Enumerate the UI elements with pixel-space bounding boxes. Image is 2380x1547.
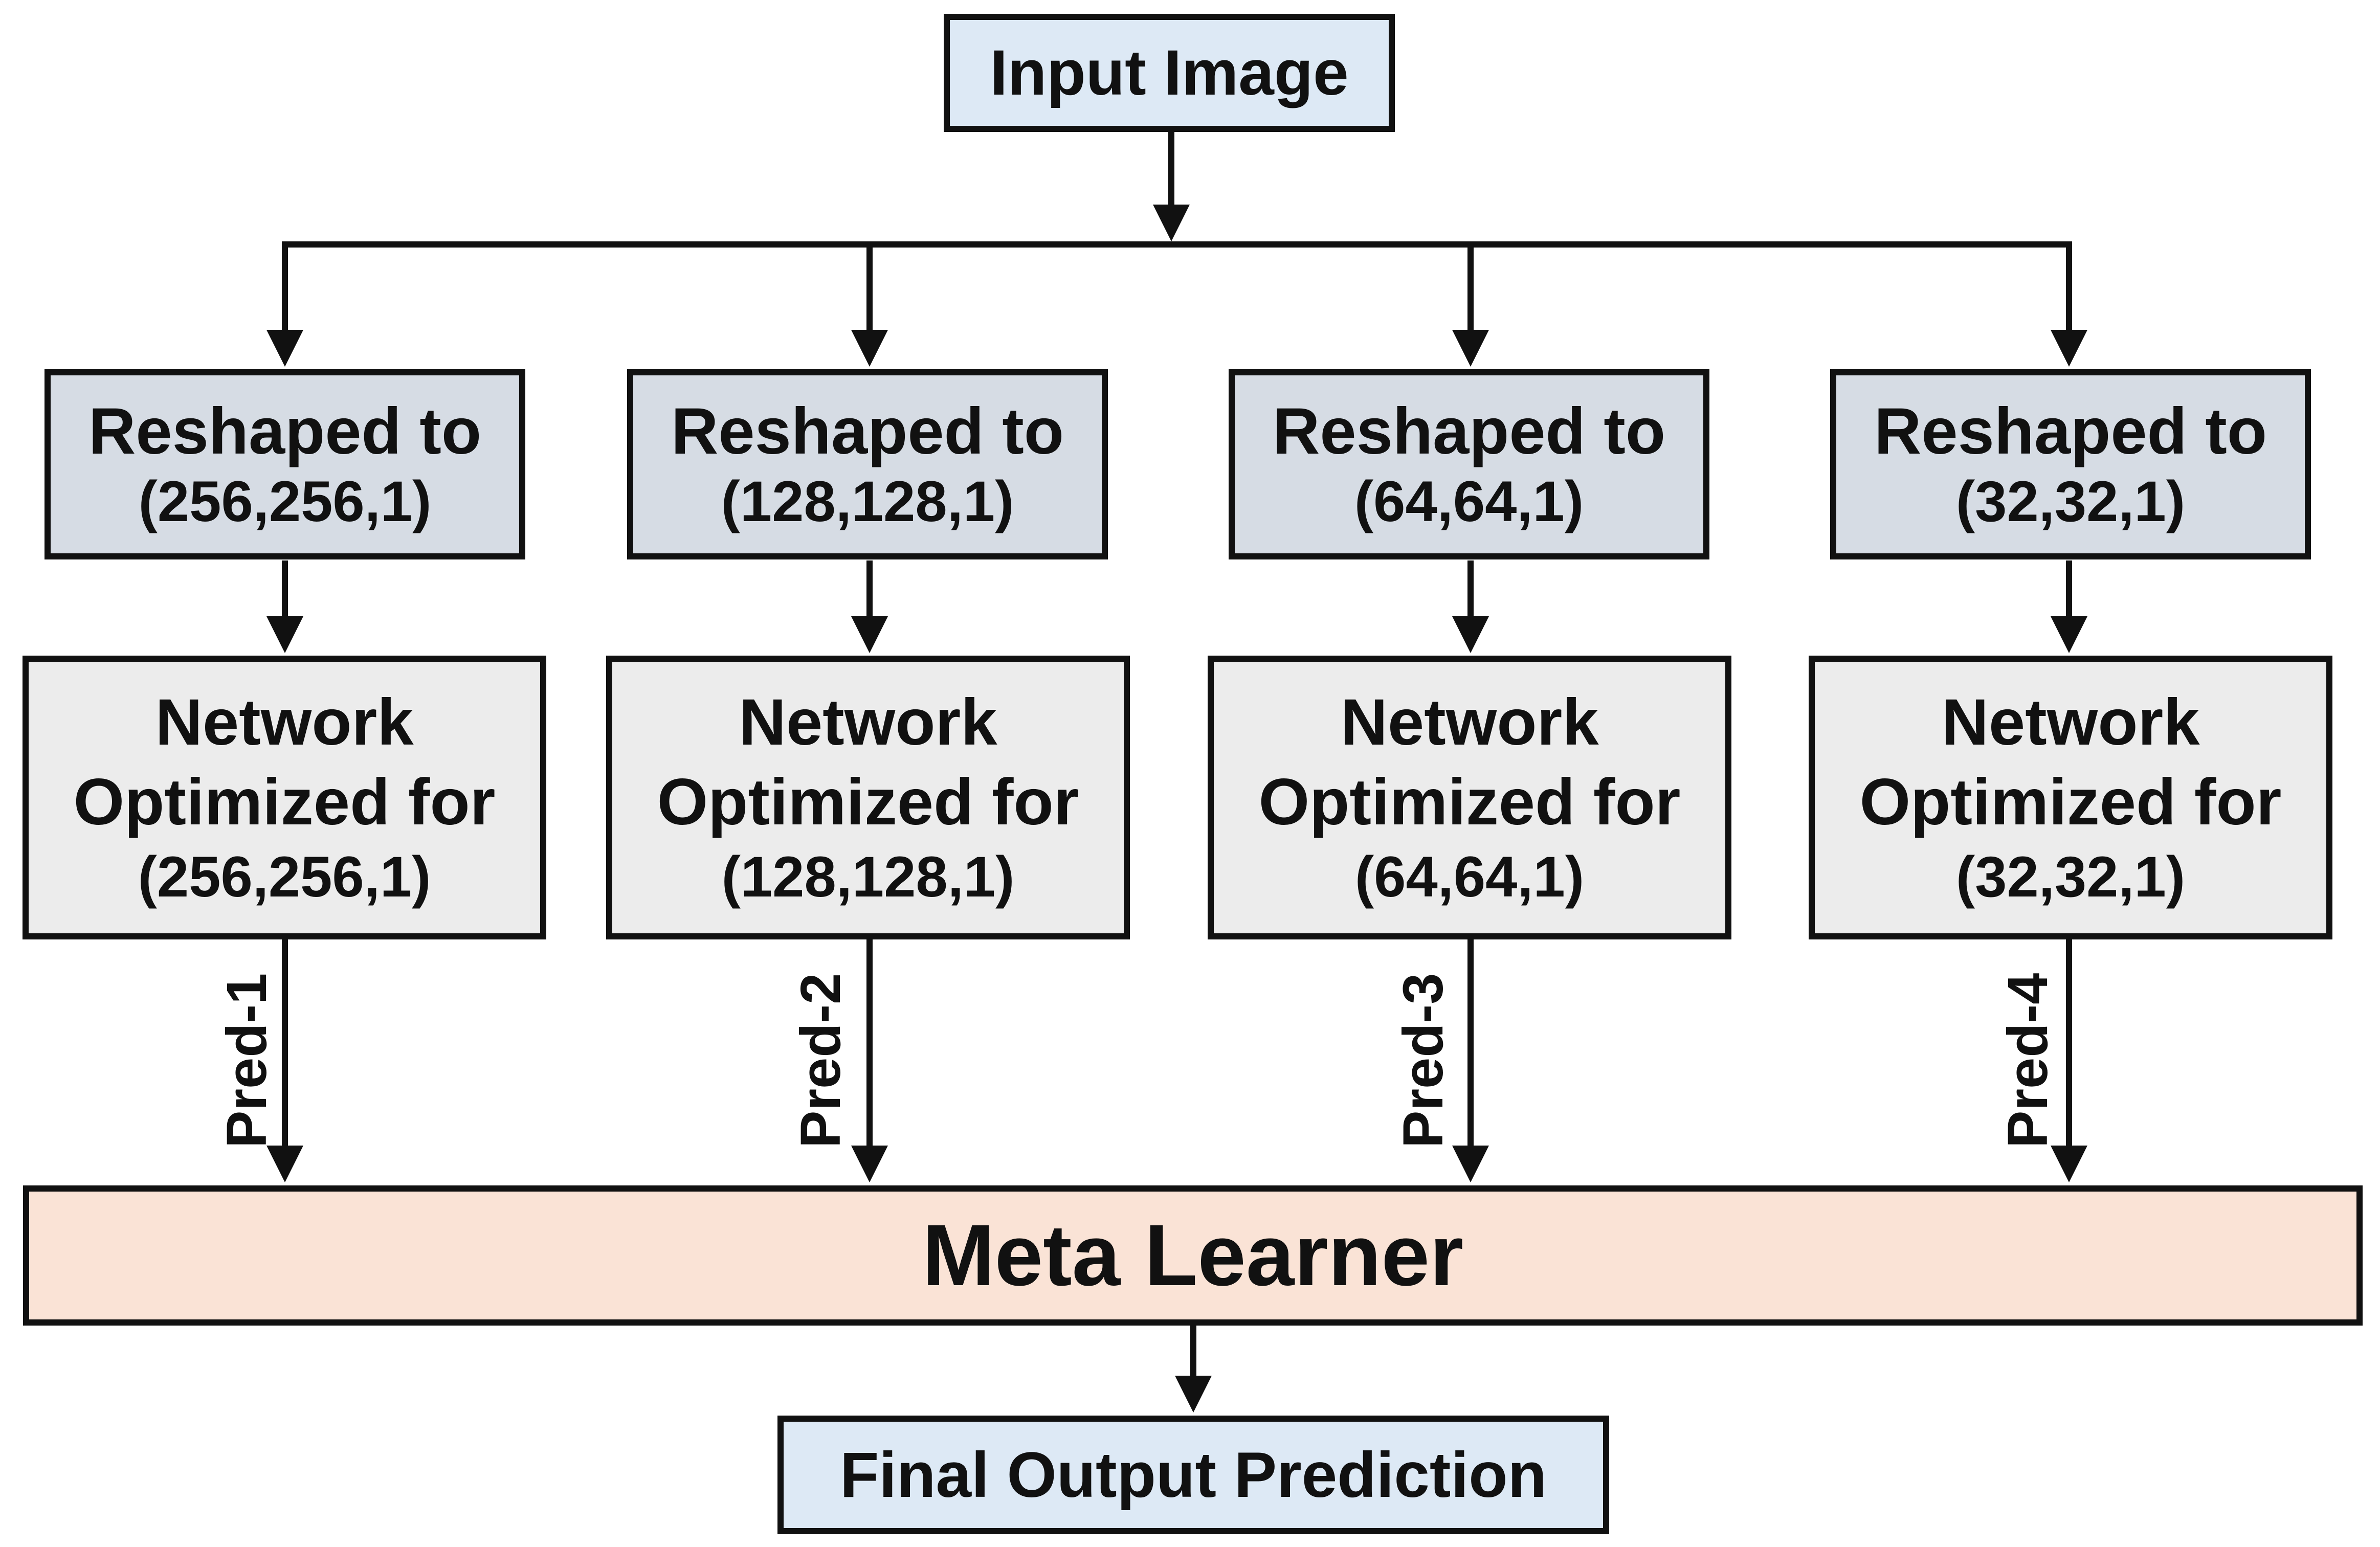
reshape-shape: (64,64,1) — [1354, 469, 1584, 534]
pred-label-2: Pred-2 — [789, 973, 852, 1148]
pred-label-1: Pred-1 — [215, 973, 278, 1148]
network-label: Network — [1941, 686, 2200, 759]
input-image-box: Input Image — [944, 14, 1395, 132]
reshape-box-1: Reshaped to (256,256,1) — [45, 369, 525, 559]
pred-label-4: Pred-4 — [1996, 973, 2059, 1148]
reshape-label: Reshaped to — [88, 395, 482, 468]
input-image-label: Input Image — [990, 37, 1349, 108]
network-shape: (128,128,1) — [721, 845, 1015, 909]
network-optimized-label: Optimized for — [73, 766, 496, 839]
network-label: Network — [739, 686, 997, 759]
network-label: Network — [1340, 686, 1599, 759]
network-box-1: Network Optimized for (256,256,1) — [23, 656, 546, 939]
meta-learner-box: Meta Learner — [23, 1185, 2363, 1326]
reshape-box-2: Reshaped to (128,128,1) — [627, 369, 1108, 559]
network-box-4: Network Optimized for (32,32,1) — [1809, 656, 2332, 939]
reshape-box-4: Reshaped to (32,32,1) — [1830, 369, 2311, 559]
reshape-shape: (256,256,1) — [138, 469, 432, 534]
network-shape: (256,256,1) — [138, 845, 431, 909]
network-optimized-label: Optimized for — [1859, 766, 2282, 839]
meta-learner-label: Meta Learner — [922, 1207, 1464, 1304]
network-optimized-label: Optimized for — [1258, 766, 1681, 839]
reshape-label: Reshaped to — [671, 395, 1064, 468]
final-output-box: Final Output Prediction — [777, 1416, 1609, 1534]
reshape-shape: (32,32,1) — [1955, 469, 2186, 534]
network-box-3: Network Optimized for (64,64,1) — [1208, 656, 1731, 939]
network-shape: (32,32,1) — [1955, 845, 2186, 909]
pred-label-3: Pred-3 — [1392, 973, 1455, 1148]
network-shape: (64,64,1) — [1354, 845, 1585, 909]
final-output-label: Final Output Prediction — [840, 1439, 1547, 1511]
network-box-2: Network Optimized for (128,128,1) — [606, 656, 1130, 939]
network-optimized-label: Optimized for — [657, 766, 1079, 839]
reshape-label: Reshaped to — [1272, 395, 1666, 468]
reshape-label: Reshaped to — [1874, 395, 2267, 468]
network-label: Network — [155, 686, 414, 759]
reshape-shape: (128,128,1) — [721, 469, 1014, 534]
reshape-box-3: Reshaped to (64,64,1) — [1229, 369, 1709, 559]
